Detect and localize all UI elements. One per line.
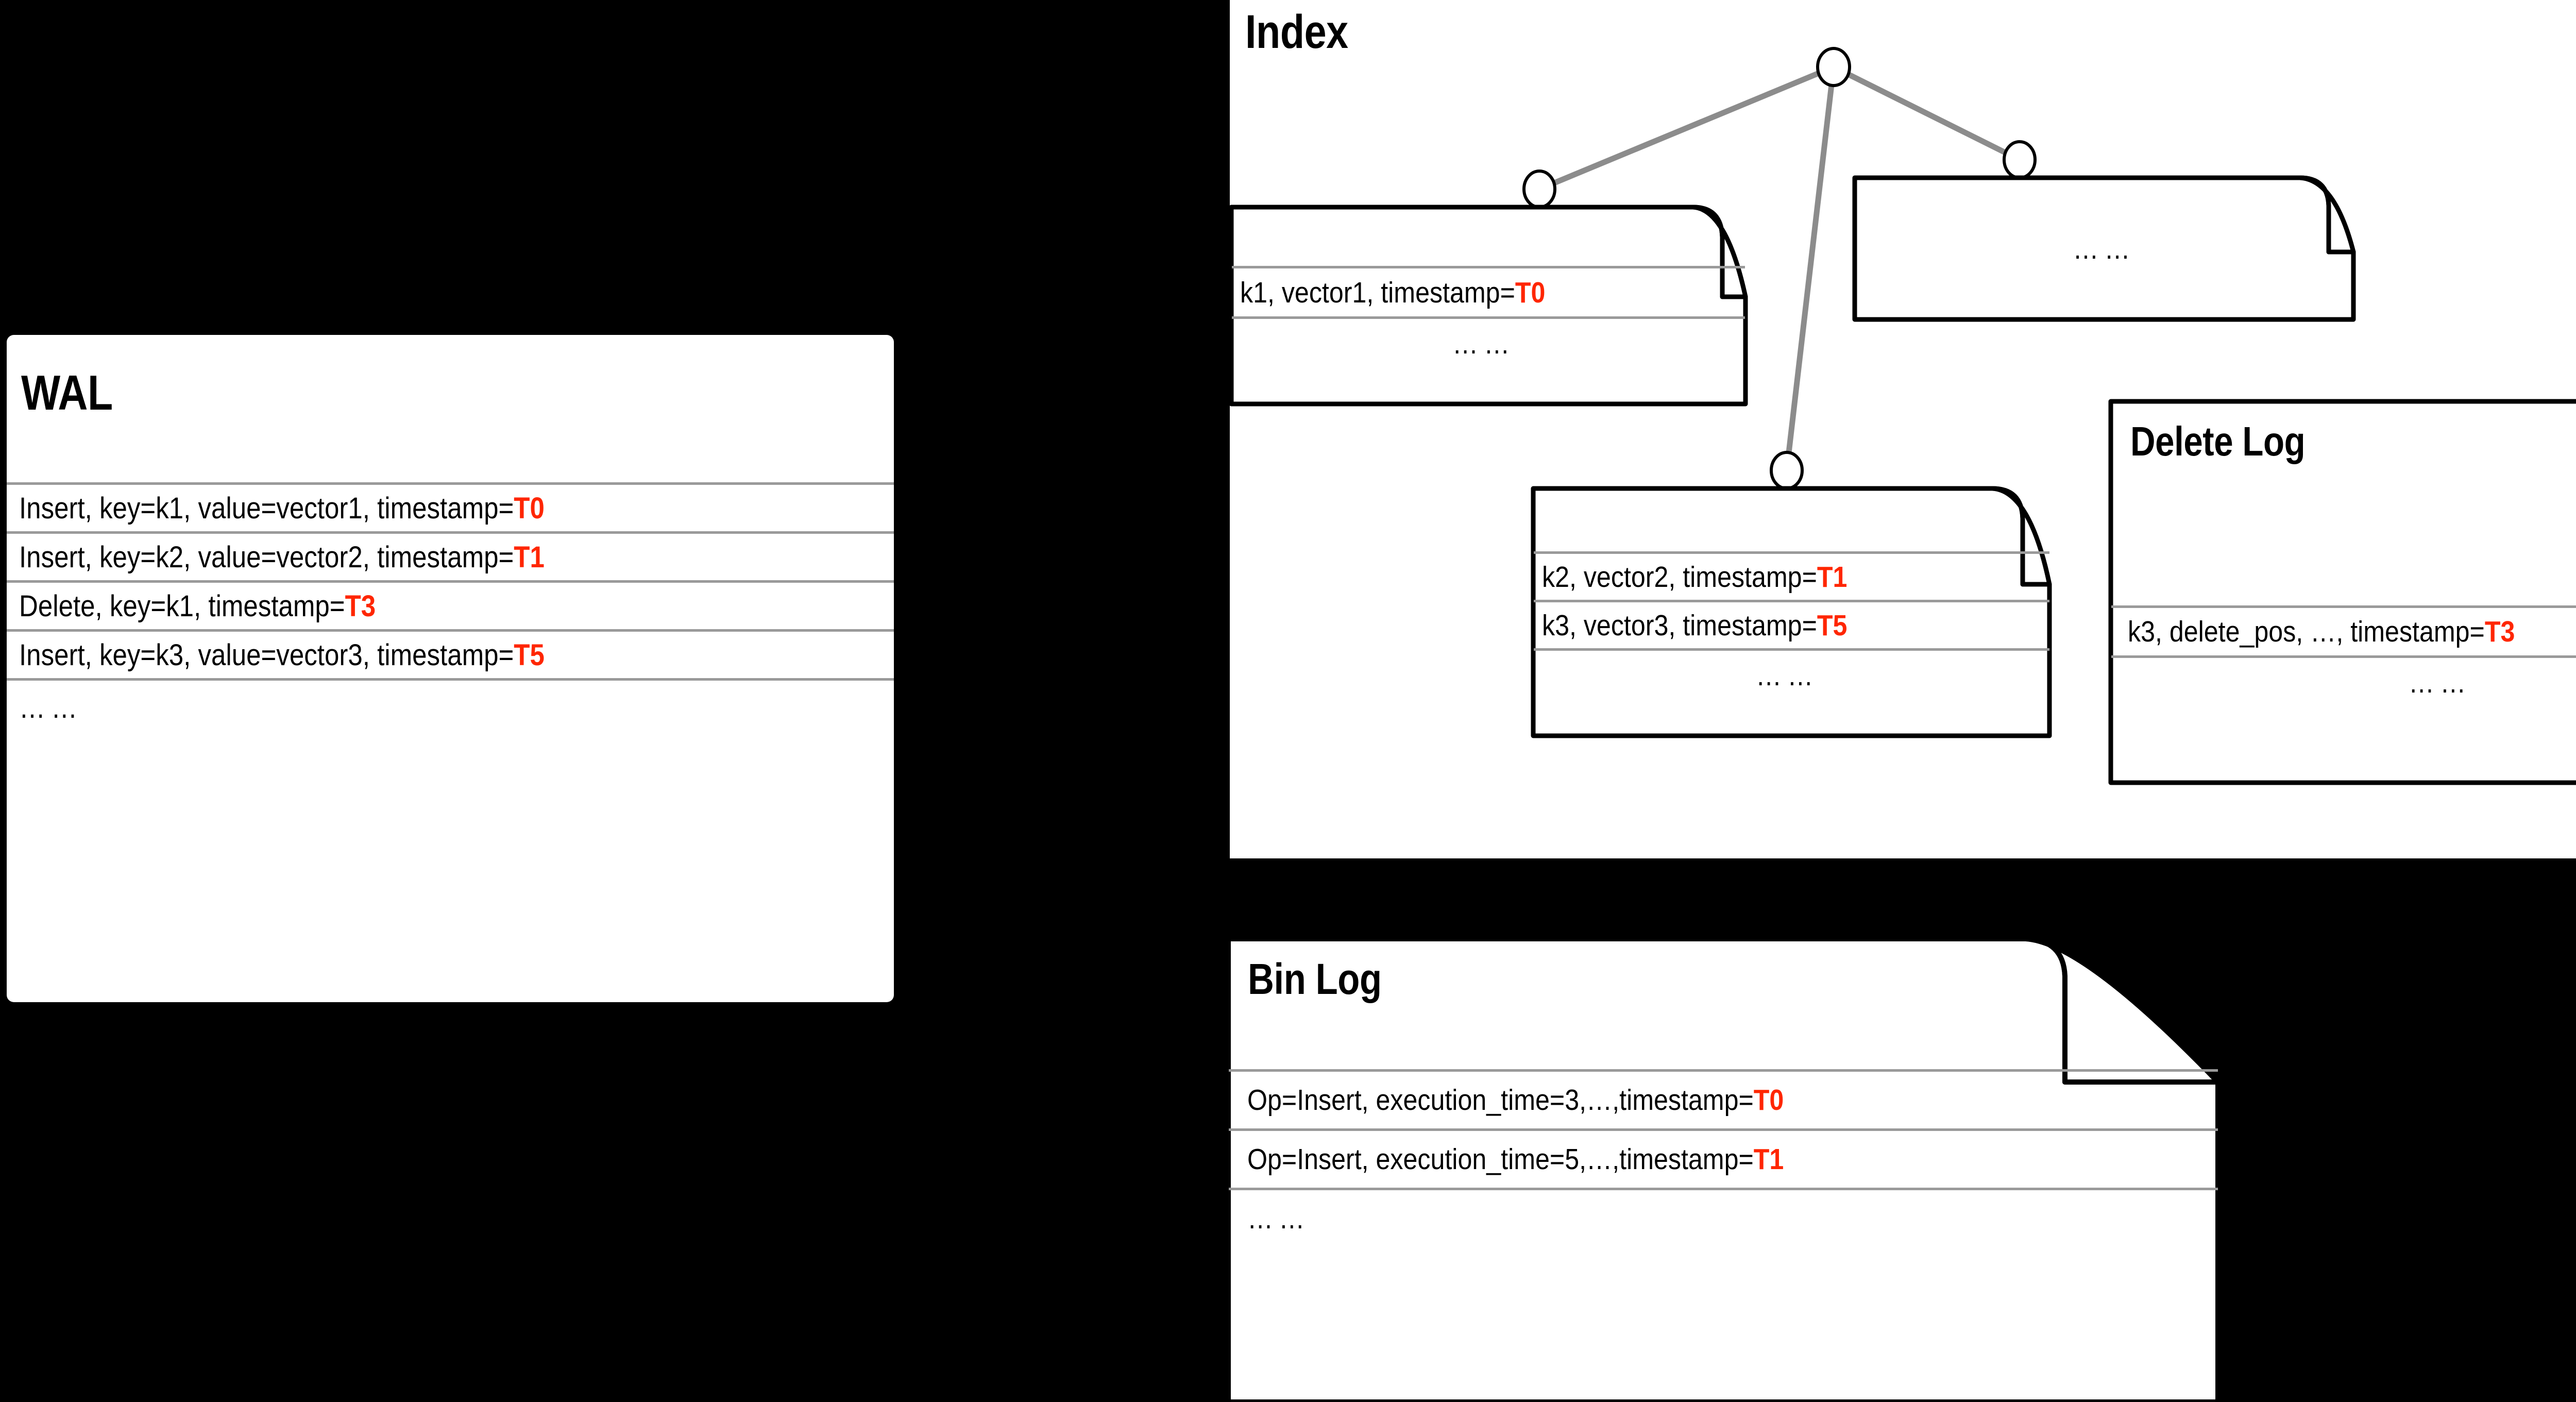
bin-log-title: Bin Log	[1248, 955, 1382, 1003]
tree-node-left	[1522, 170, 1556, 209]
index-leaf-row-text: ……	[1452, 327, 1516, 360]
wal-row-text: Insert, key=k3, value=vector3, timestamp…	[19, 638, 514, 672]
index-leaf-row: ……	[1534, 648, 2049, 700]
tree-edge-root-right	[1832, 64, 2021, 162]
bin-log-row-timestamp: T0	[1753, 1084, 1784, 1117]
wal-row-timestamp: T3	[345, 589, 376, 623]
index-leaf-k2k3-row-list: k2, vector2, timestamp=T1 k3, vector3, t…	[1534, 551, 2049, 700]
wal-row-timestamp: T5	[514, 638, 545, 672]
delete-log-row: k3, delete_pos, …, timestamp=T3	[2111, 605, 2576, 655]
wal-row-timestamp: T1	[514, 540, 545, 574]
bin-log-row-text: Op=Insert, execution_time=5,…,timestamp=	[1247, 1143, 1754, 1176]
delete-log-row-text: ……	[2408, 666, 2472, 699]
bin-log-row-list: Op=Insert, execution_time=3,…,timestamp=…	[1229, 1069, 2218, 1247]
index-leaf-k1-row-list: k1, vector1, timestamp=T0 ……	[1232, 266, 1745, 368]
delete-log-row-list: k3, delete_pos, …, timestamp=T3 ……	[2111, 605, 2576, 707]
bin-log-card: Bin Log Op=Insert, execution_time=3,…,ti…	[1226, 936, 2222, 1402]
bin-log-row: ……	[1229, 1188, 2218, 1247]
index-leaf-row-text: k3, vector3, timestamp=	[1542, 609, 1817, 642]
bin-log-row: Op=Insert, execution_time=3,…,timestamp=…	[1229, 1069, 2218, 1128]
wal-row: Insert, key=k1, value=vector1, timestamp…	[7, 482, 894, 531]
index-leaf-row-text: k1, vector1, timestamp=	[1240, 276, 1515, 309]
index-leaf-row-timestamp: T0	[1515, 276, 1546, 309]
bin-log-row-text: ……	[1247, 1202, 1311, 1235]
index-leaf-card-k1: k1, vector1, timestamp=T0 ……	[1229, 205, 1748, 407]
index-leaf-row: ……	[1232, 316, 1745, 368]
index-leaf-row-text: ……	[1755, 658, 1819, 692]
wal-title: WAL	[21, 365, 113, 420]
index-leaf-row: k1, vector1, timestamp=T0	[1232, 266, 1745, 316]
tree-node-right	[2003, 140, 2037, 179]
index-leaf-row-text: k2, vector2, timestamp=	[1542, 560, 1817, 594]
bin-log-row-text: Op=Insert, execution_time=3,…,timestamp=	[1247, 1084, 1754, 1117]
index-leaf-row-timestamp: T1	[1817, 560, 1848, 594]
wal-panel: WAL Insert, key=k1, value=vector1, times…	[7, 335, 894, 1002]
index-leaf-row: k2, vector2, timestamp=T1	[1534, 551, 2049, 600]
wal-row: ……	[7, 678, 894, 735]
wal-row: Delete, key=k1, timestamp=T3	[7, 580, 894, 629]
delete-log-card: Delete Log k3, delete_pos, …, timestamp=…	[2108, 399, 2576, 785]
wal-row-text: Delete, key=k1, timestamp=	[19, 589, 345, 623]
wal-row-text: Insert, key=k2, value=vector2, timestamp…	[19, 540, 514, 574]
wal-row-timestamp: T0	[514, 491, 545, 525]
delete-log-row: ……	[2111, 655, 2576, 707]
bin-log-row-timestamp: T1	[1753, 1143, 1784, 1176]
tree-node-root	[1816, 47, 1851, 87]
card-shape	[1226, 936, 2221, 1402]
card-shape	[1229, 205, 1748, 407]
index-leaf-card-ellipsis: ……	[1852, 175, 2356, 322]
index-panel: Index k1, v	[1229, 0, 2576, 858]
index-leaf-card-k2k3: k2, vector2, timestamp=T1 k3, vector3, t…	[1531, 486, 2052, 738]
index-title: Index	[1245, 6, 1348, 58]
delete-log-title: Delete Log	[2130, 418, 2306, 464]
card-shape	[1531, 486, 2052, 738]
tree-node-bottom	[1770, 451, 1804, 490]
card-shape	[2108, 399, 2576, 785]
index-leaf-row: k3, vector3, timestamp=T5	[1534, 600, 2049, 648]
card-shape	[1852, 175, 2356, 322]
wal-row: Insert, key=k3, value=vector3, timestamp…	[7, 629, 894, 678]
wal-row-list: Insert, key=k1, value=vector1, timestamp…	[7, 482, 894, 735]
index-leaf-row-timestamp: T5	[1817, 609, 1848, 642]
tree-edge-root-bottom	[1784, 66, 1837, 471]
wal-row: Insert, key=k2, value=vector2, timestamp…	[7, 531, 894, 580]
delete-log-row-text: k3, delete_pos, …, timestamp=	[2128, 615, 2485, 648]
tree-edge-root-left	[1538, 64, 1835, 192]
wal-row-text: Insert, key=k1, value=vector1, timestamp…	[19, 491, 514, 525]
index-leaf-ellipsis-text: ……	[2073, 232, 2136, 265]
wal-row-text: ……	[19, 691, 83, 724]
delete-log-row-timestamp: T3	[2484, 615, 2515, 648]
bin-log-row: Op=Insert, execution_time=5,…,timestamp=…	[1229, 1128, 2218, 1188]
